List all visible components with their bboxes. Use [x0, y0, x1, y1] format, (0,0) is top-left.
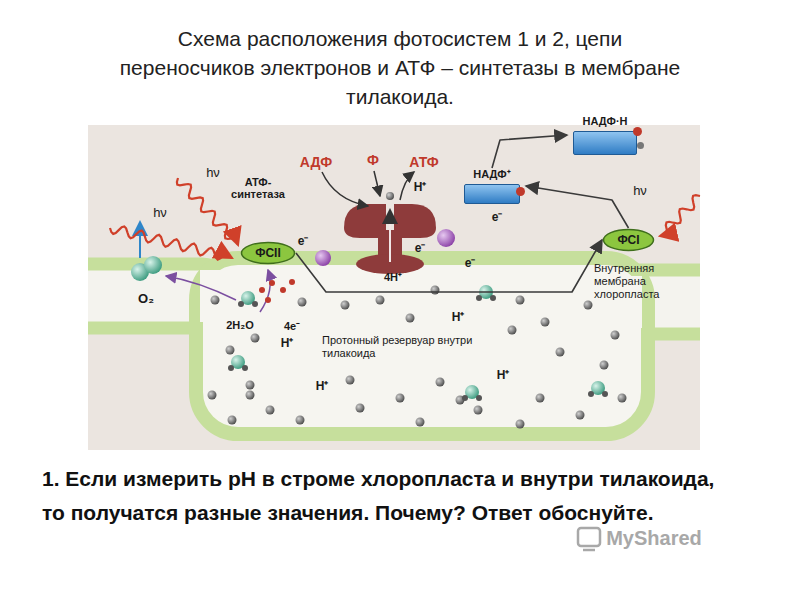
- proton-dot: [356, 404, 365, 413]
- electron-label: e⁻: [415, 239, 426, 256]
- water-molecule: [490, 295, 496, 301]
- proton-red: [265, 297, 271, 303]
- light-wave: [660, 195, 700, 236]
- proton-dot: [541, 318, 550, 327]
- proton-dot: [508, 326, 517, 335]
- proton-dot: [396, 394, 405, 403]
- proton-dot: [416, 418, 425, 427]
- electron-label: 4e⁻: [284, 318, 300, 333]
- light-symbol: hν: [206, 165, 220, 180]
- region-label: Протонный резервуар внутри тилакоида: [322, 334, 497, 360]
- proton-label: 4H⁺: [384, 269, 402, 284]
- water-molecule: [238, 301, 244, 307]
- proton-dot: [600, 361, 609, 370]
- proton-red: [289, 279, 295, 285]
- proton-dot: [618, 394, 627, 403]
- proton-dot: [228, 416, 237, 425]
- carrier-name: НАДФ⁺: [458, 168, 526, 181]
- proton-label: H⁺: [316, 377, 329, 394]
- proton-dot: [536, 394, 545, 403]
- proton-dot: [211, 296, 220, 305]
- proton-label: H⁺: [281, 334, 294, 351]
- proton-dot: [431, 286, 440, 295]
- photosystem-ellipse: ФСI: [602, 228, 655, 252]
- molecule-name: 2H₂O: [226, 319, 254, 331]
- water-molecule: [252, 301, 258, 307]
- question-text: 1. Если измерить рН в строме хлоропласта…: [42, 462, 742, 530]
- proton-dot: [251, 334, 260, 343]
- carrier-ball: [315, 250, 331, 266]
- nadp-carrier: НАДФ·Н: [567, 115, 643, 155]
- nadp-carrier: НАДФ⁺: [458, 168, 526, 204]
- atp-synthase: [344, 204, 436, 274]
- proton-dot: [436, 378, 445, 387]
- molecule-name: АТФ: [409, 154, 438, 170]
- proton-dot: [296, 416, 305, 425]
- proton-dot: [584, 301, 593, 310]
- light-wave: [110, 226, 232, 259]
- water-molecule: [602, 391, 608, 397]
- proton-dot: [246, 391, 255, 400]
- carrier-bar: [464, 184, 520, 204]
- photosystem-ellipse: ФСII: [240, 241, 296, 265]
- water-molecule: [476, 295, 482, 301]
- water-molecule: [476, 395, 482, 401]
- molecule-name: O₂: [138, 291, 154, 306]
- watermark: MyShared: [606, 527, 702, 550]
- water-molecule: [588, 391, 594, 397]
- electron-flow-arrow: [296, 240, 602, 292]
- hydrogen-dot: [516, 187, 525, 196]
- proton-dot: [226, 346, 235, 355]
- proton-dot: [376, 296, 385, 305]
- proton-dot: [516, 420, 525, 429]
- proton-dot: [611, 331, 620, 340]
- proton-red: [259, 287, 265, 293]
- water-molecule: [242, 365, 248, 371]
- hydrogen-dot: [637, 142, 644, 149]
- proton-dot: [341, 301, 350, 310]
- proton-dot: [516, 296, 525, 305]
- water-molecule: [228, 365, 234, 371]
- enzyme-name: АТФ-синтетаза: [222, 176, 294, 200]
- membrane-label: Внутренняя мембрана хлоропласта: [594, 262, 694, 301]
- electron-label: e⁻: [465, 254, 476, 271]
- proton-dot: [474, 406, 483, 415]
- proton-dot: [346, 376, 355, 385]
- slide-title: Схема расположения фотосистем 1 и 2, цеп…: [110, 24, 690, 111]
- carrier-ball: [437, 229, 455, 247]
- molecule-name: Ф: [367, 152, 379, 168]
- proton-dot: [208, 391, 217, 400]
- hydrogen-dot: [633, 127, 642, 136]
- proton-dot: [298, 298, 307, 307]
- thylakoid-membrane: [196, 258, 648, 434]
- left-lamella: [88, 264, 230, 328]
- proton-dot: [556, 348, 565, 357]
- water-molecule: [462, 395, 468, 401]
- proton-label: H⁺: [497, 366, 510, 383]
- electron-flow-arrow: [492, 135, 567, 168]
- light-symbol: hν: [153, 205, 167, 220]
- electron-flow-arrow: [526, 186, 629, 228]
- proton-red: [280, 287, 286, 293]
- light-wave: [177, 178, 238, 245]
- photosystem-name: ФСI: [602, 233, 655, 247]
- proton-dot: [266, 406, 275, 415]
- proton-label: H⁺: [452, 308, 465, 325]
- proton-dot: [246, 381, 255, 390]
- electron-label: e⁻: [492, 208, 503, 225]
- light-symbol: hν: [633, 183, 647, 198]
- molecule-name: АДФ: [300, 154, 332, 170]
- proton-red: [269, 280, 275, 286]
- electron-label: e⁻: [298, 232, 309, 249]
- proton-dot: [406, 314, 415, 323]
- carrier-name: НАДФ·Н: [567, 115, 643, 128]
- proton-label: H⁺: [414, 178, 427, 195]
- photosystem-name: ФСII: [240, 246, 296, 260]
- proton-dot: [576, 411, 585, 420]
- carrier-bar: [573, 131, 637, 155]
